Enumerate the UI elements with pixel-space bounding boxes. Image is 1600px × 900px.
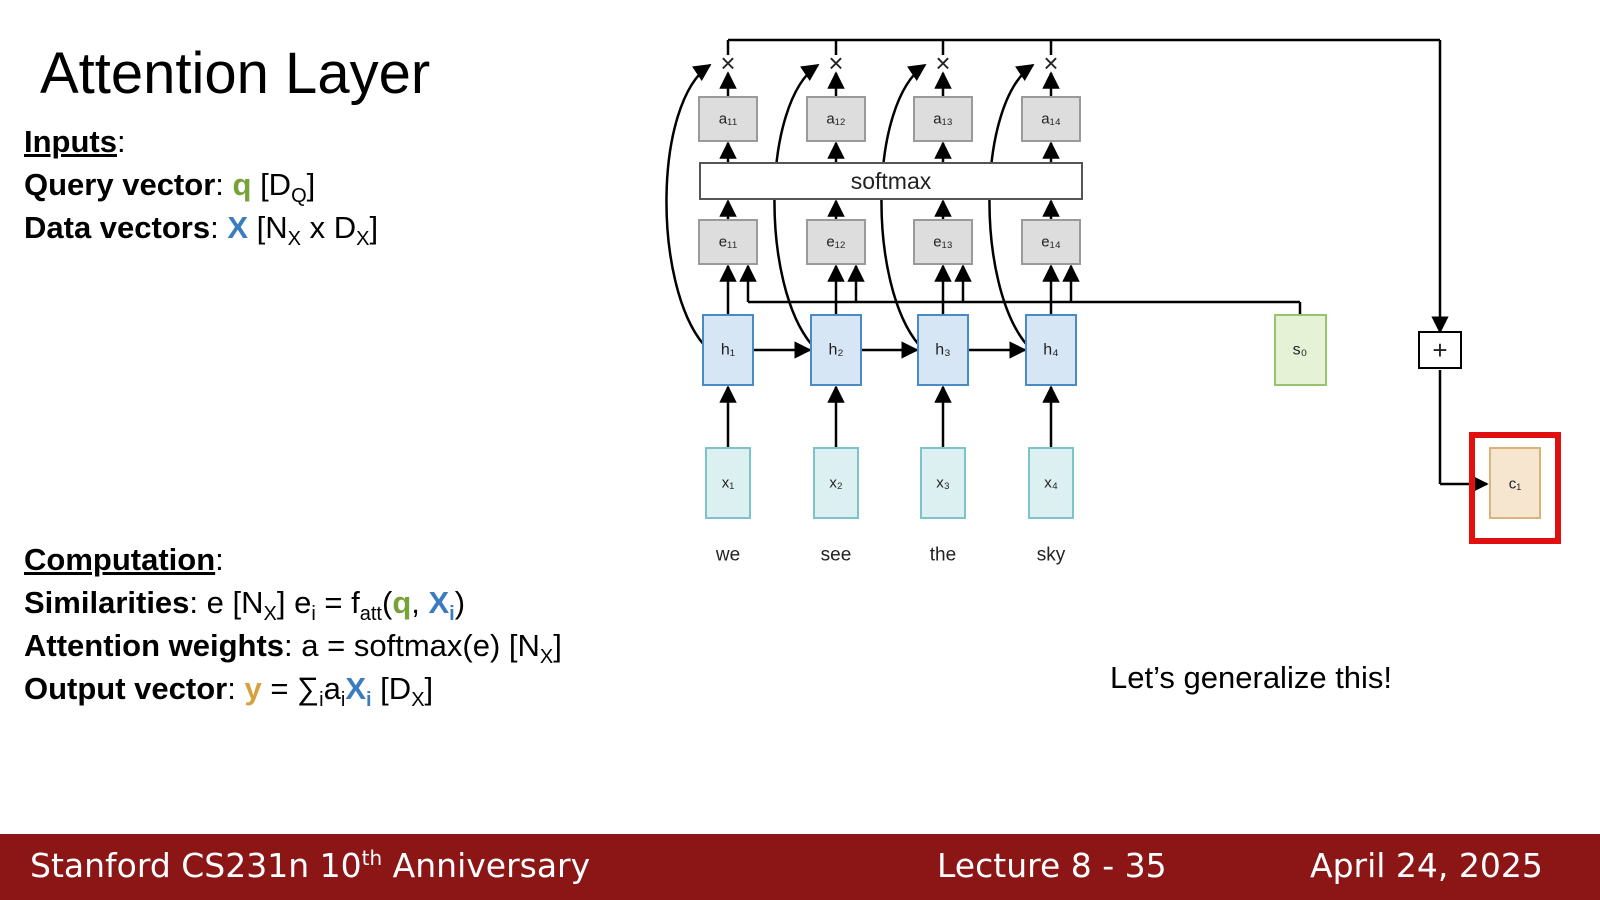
weight-box [698,96,758,142]
computation-section: Computation: Similarities: e [NX] ei = f… [24,542,562,712]
hidden-state-box [917,314,969,386]
multiply-icon: × [1043,48,1058,78]
inputs-section: Inputs: Query vector: q [DQ] Data vector… [24,124,379,251]
input-box [920,447,966,519]
hidden-state-box [702,314,754,386]
query-vector-line: Query vector: q [DQ] [24,167,316,208]
score-box [806,219,866,265]
weight-label: a₁₂ [826,111,845,128]
footer-lecture: Lecture 8 - 35 [937,846,1167,885]
multiply-icon: × [935,48,950,78]
generalize-note: Let’s generalize this! [1110,660,1393,695]
score-label: e₁₁ [719,234,737,251]
input-label: x₁ [722,475,735,492]
computation-header: Computation [24,542,216,577]
score-box [913,219,973,265]
input-box [1028,447,1074,519]
inputs-header: Inputs [24,124,117,159]
multiply-icon: × [720,48,735,78]
hidden-state-label: h₄ [1043,342,1058,359]
weight-label: a₁₃ [933,111,953,128]
weight-label: a₁₁ [719,111,737,128]
input-box [813,447,859,519]
word-label: sky [1037,545,1066,566]
multiply-icon: × [828,48,843,78]
decoder-state-label: s₀ [1293,342,1308,359]
data-vectors-line: Data vectors: X [NX x DX] [24,210,379,251]
score-box [1021,219,1081,265]
hidden-state-box [810,314,862,386]
footer-bar: Stanford CS231n 10th Anniversary Lecture… [0,834,1600,900]
similarities-line: Similarities: e [NX] ei = fatt(q, Xi) [24,585,466,626]
softmax-box [699,162,1083,200]
word-label: the [930,545,956,566]
weight-box [913,96,973,142]
footer-date: April 24, 2025 [1310,846,1543,885]
weight-box [806,96,866,142]
plus-box [1418,331,1462,369]
input-label: x₄ [1044,475,1058,492]
score-box [698,219,758,265]
context-vector-box [1489,447,1541,519]
decoder-state-box [1274,314,1327,386]
hidden-state-label: h₃ [935,342,950,359]
input-label: x₂ [829,475,843,492]
score-label: e₁₃ [933,234,953,251]
weight-box [1021,96,1081,142]
word-label: see [821,545,852,566]
context-vector-label: c₁ [1509,476,1522,493]
hidden-state-box [1025,314,1077,386]
output-vector-line: Output vector: y = ∑iaiXi [DX] [24,671,434,712]
slide-title: Attention Layer [40,41,431,106]
score-label: e₁₄ [1041,234,1061,251]
attention-diagram: × a₁₁ e₁₁ h₁ x₁ we × a₁₂ e₁₂ h₂ x₂ see × a₁₃ e₁₃ h₃ x₃ th… [665,38,1561,566]
hidden-state-label: h₁ [721,342,735,359]
plus-icon: + [1432,335,1447,365]
word-label: we [715,545,740,566]
footer-course: Stanford CS231n 10th Anniversary [30,846,591,885]
score-label: e₁₂ [826,234,845,251]
attention-weights-line: Attention weights: a = softmax(e) [NX] [24,628,562,669]
softmax-label: softmax [851,168,932,194]
input-box [705,447,751,519]
context-highlight-frame [1469,432,1561,544]
weight-label: a₁₄ [1041,111,1061,128]
input-label: x₃ [936,475,950,492]
hidden-to-multiply-curve [665,63,712,346]
hidden-state-label: h₂ [828,342,843,359]
